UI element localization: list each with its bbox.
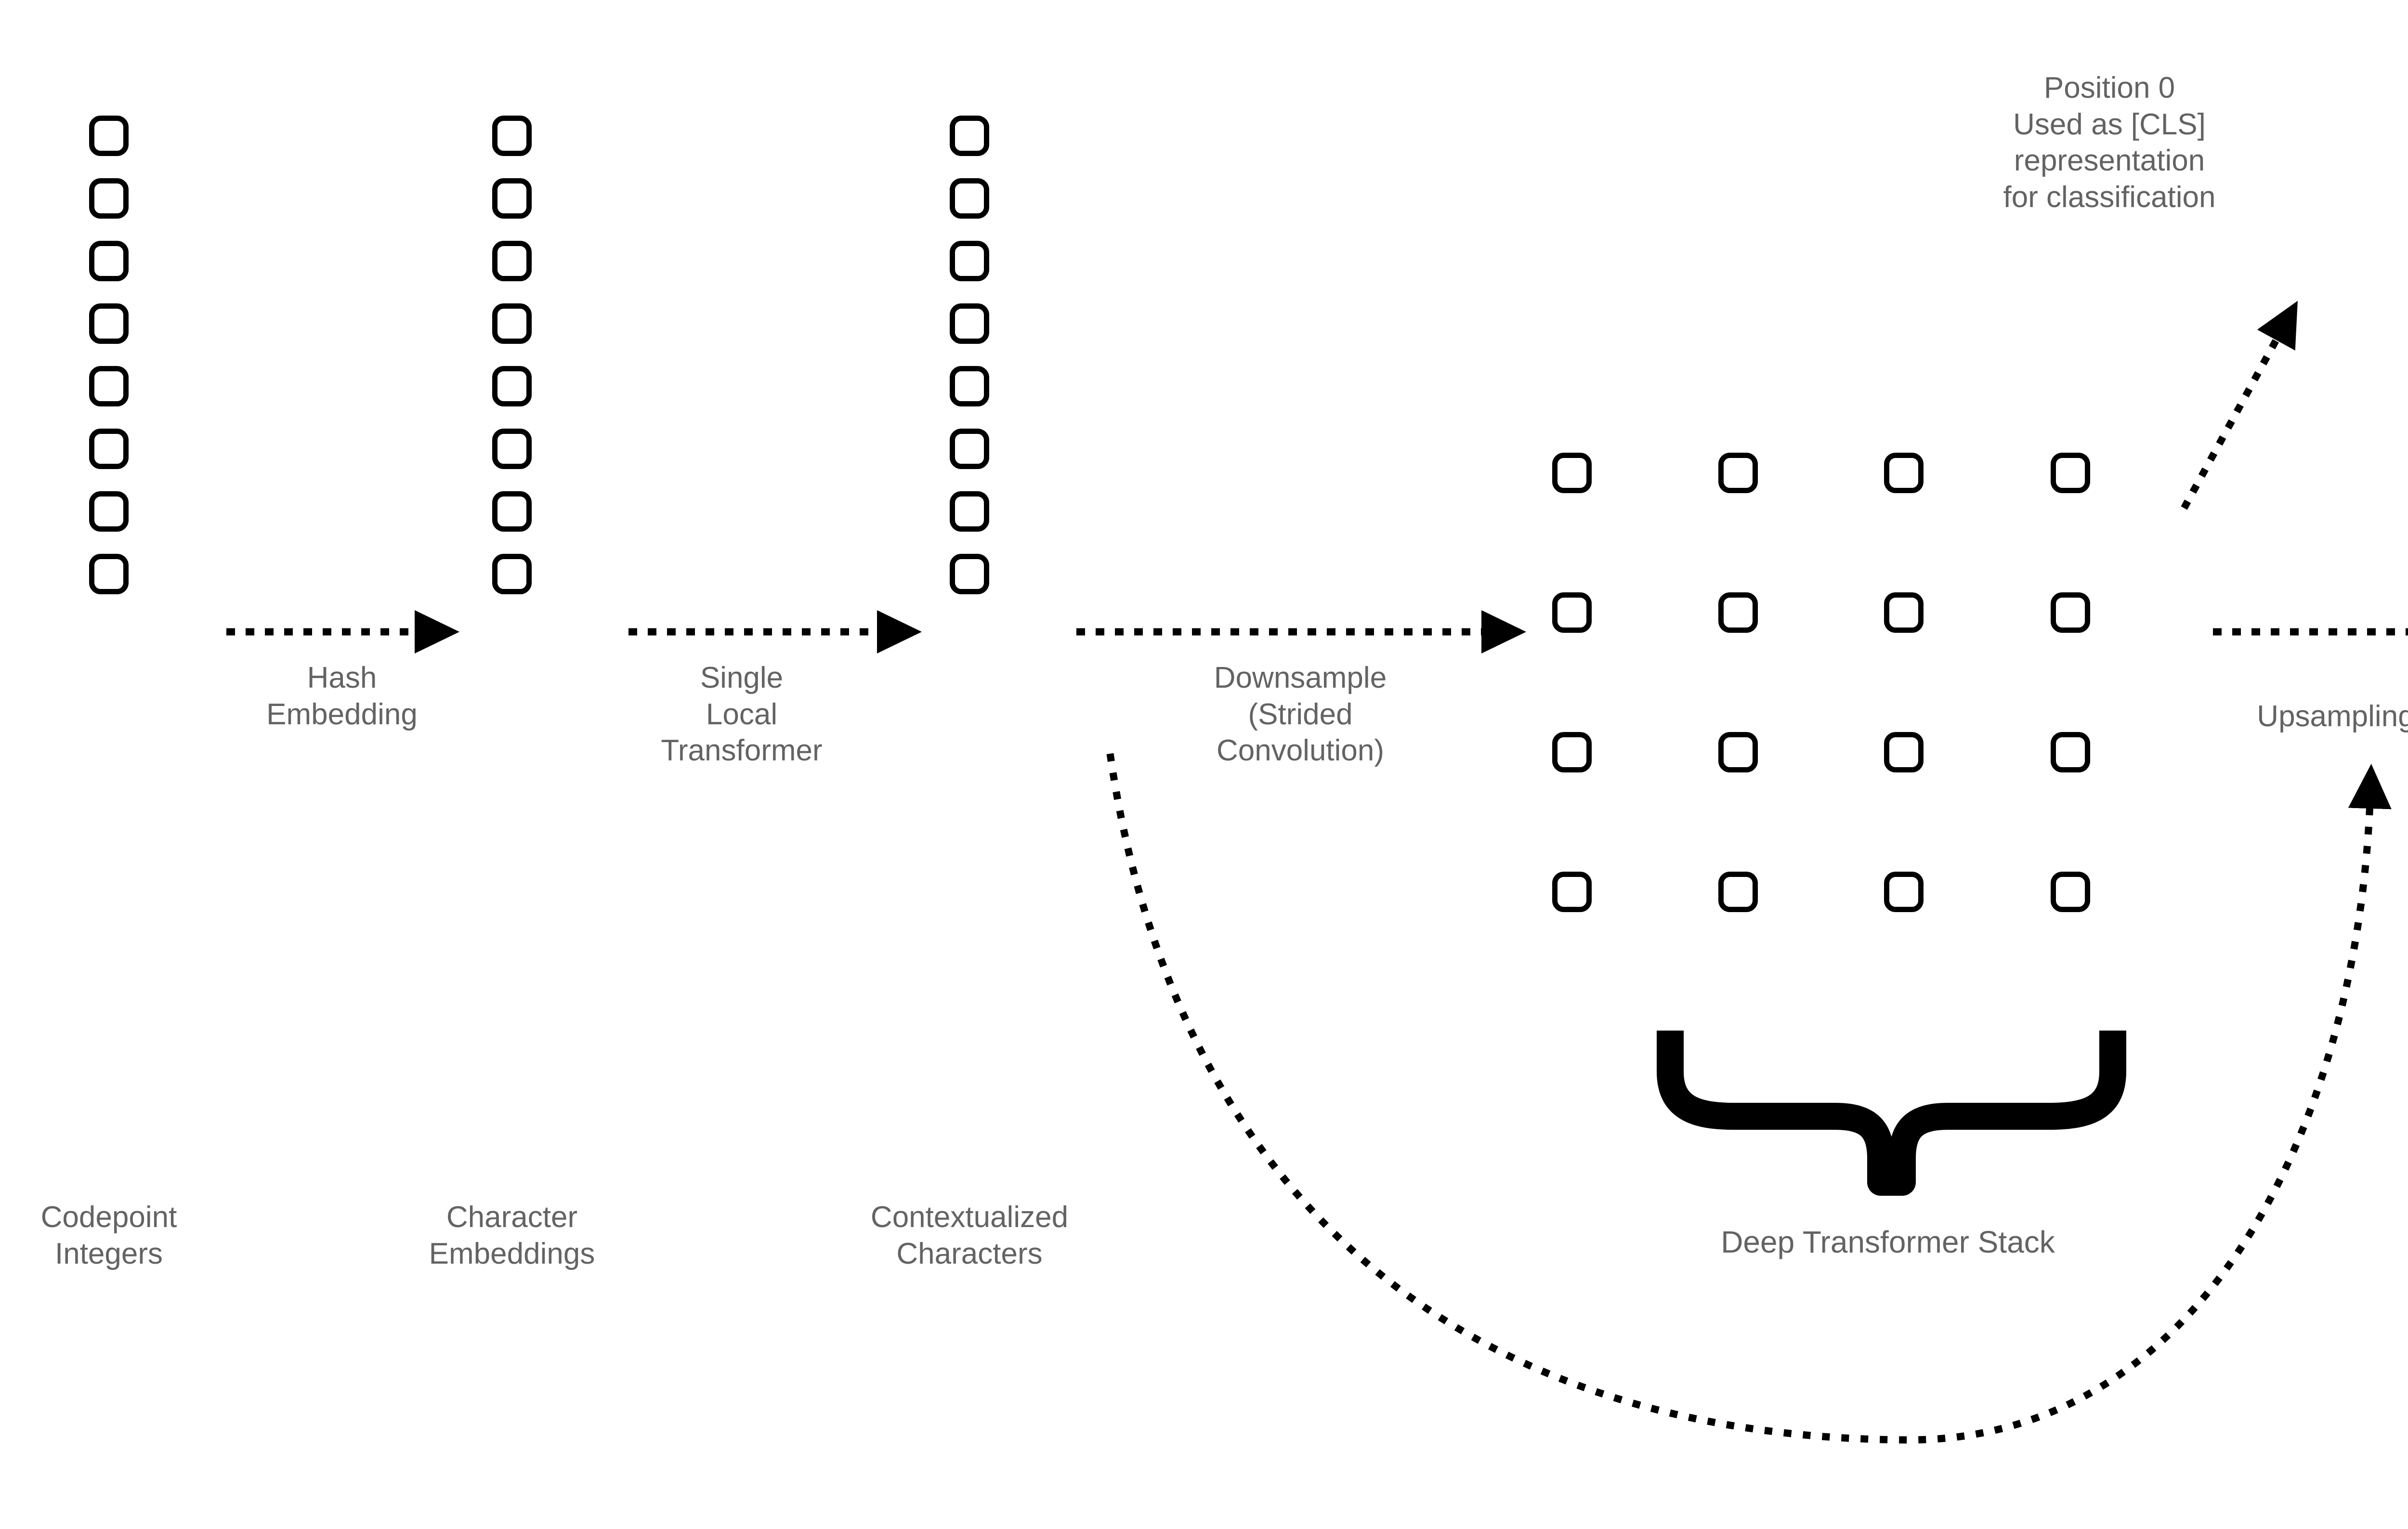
grid-cell [1884, 872, 1924, 912]
arrow-label-upsampling: Upsampling [2257, 700, 2408, 733]
cell-box [950, 554, 989, 594]
cell-box [950, 116, 989, 156]
cell-box [492, 429, 532, 469]
grid-cell [2051, 592, 2090, 633]
grid-cell [1552, 453, 1592, 493]
grid-cell [1718, 872, 1758, 912]
arrow-cls-callout [2181, 301, 2298, 510]
grid-cell [1552, 872, 1592, 912]
cell-box [89, 429, 129, 469]
cell-box [950, 366, 989, 406]
arrow-residual-upsampling [1106, 753, 2392, 1444]
grid-cell [2051, 453, 2090, 493]
cell-box [89, 366, 129, 406]
grid-cell [2051, 872, 2090, 912]
grid-cell [1718, 453, 1758, 493]
column-label-codepoint-integers: Codepoint Integers [40, 1201, 177, 1270]
cell-box [89, 178, 129, 219]
annotation-cls-position-zero: Position 0 Used as [CLS] representation … [2003, 71, 2216, 214]
cell-box [492, 116, 532, 156]
grid-cell [1552, 592, 1592, 633]
cell-box [492, 241, 532, 281]
cell-box [492, 303, 532, 344]
cell-box [89, 241, 129, 281]
grid-cell [1718, 592, 1758, 633]
arrow-label-hash-embedding: Hash Embedding [266, 661, 418, 731]
grid-cell [1884, 592, 1924, 633]
grid-cell [1884, 732, 1924, 772]
arrow-label-single-local-transformer: Single Local Transformer [661, 661, 823, 768]
cell-box [492, 491, 532, 532]
cell-box [89, 116, 129, 156]
cell-box [950, 491, 989, 532]
grid-cell [1552, 732, 1592, 772]
cell-box [950, 303, 989, 344]
cell-box [492, 178, 532, 219]
caption-deep-transformer-stack: Deep Transformer Stack [1721, 1225, 2055, 1259]
cell-box [492, 366, 532, 406]
cell-box [950, 241, 989, 281]
grid-cell [2051, 732, 2090, 772]
arrow-label-downsample: Downsample (Strided Convolution) [1214, 661, 1387, 768]
cell-box [492, 554, 532, 594]
column-label-character-embeddings: Character Embeddings [429, 1201, 595, 1270]
cell-box [950, 429, 989, 469]
curly-brace [1657, 1031, 2126, 1196]
grid-cell [1884, 453, 1924, 493]
grid-cell [1718, 732, 1758, 772]
cell-box [89, 554, 129, 594]
cell-box [89, 303, 129, 344]
column-label-contextualized-characters: Contextualized Characters [870, 1201, 1069, 1270]
cell-box [950, 178, 989, 219]
cell-box [89, 491, 129, 532]
